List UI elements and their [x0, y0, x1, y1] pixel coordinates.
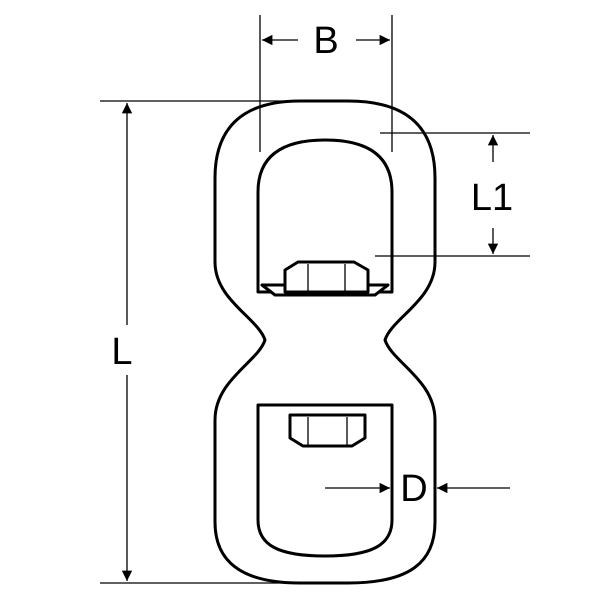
dimension-l1: L1: [375, 132, 530, 257]
lower-nut: [288, 413, 367, 448]
label-l: L: [111, 331, 132, 373]
label-l1: L1: [471, 177, 513, 219]
label-d: D: [400, 468, 427, 510]
dimension-b: B: [259, 15, 393, 152]
upper-nut: [260, 260, 390, 297]
dimension-d: D: [325, 468, 510, 510]
dimension-l: L: [100, 100, 330, 584]
label-b: B: [313, 20, 338, 62]
upper-eye-opening: [256, 138, 394, 294]
